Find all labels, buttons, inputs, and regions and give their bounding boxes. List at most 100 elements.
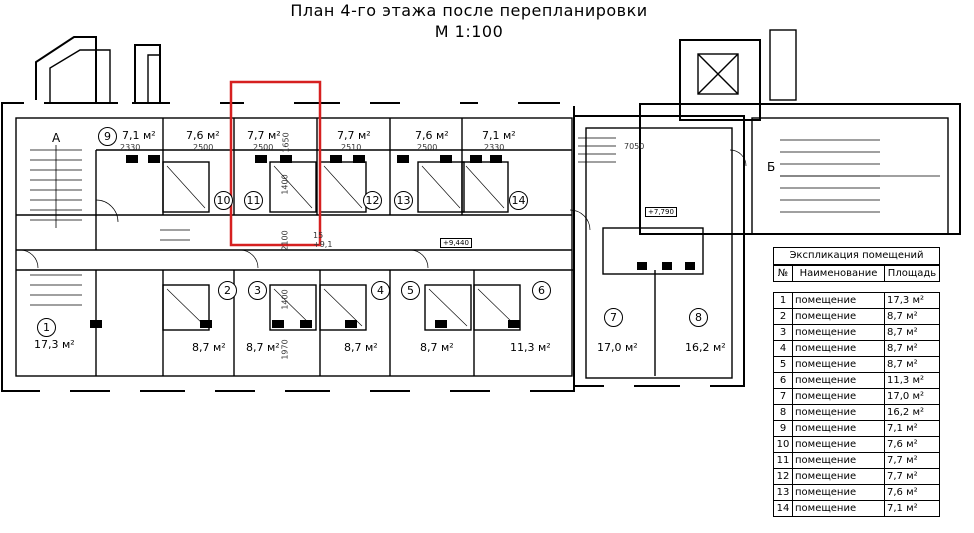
row-number: 2 <box>773 308 793 325</box>
level-mark: +9,440 <box>440 238 472 248</box>
row-name: помещение <box>792 404 885 421</box>
row-area: 17,0 м² <box>884 388 940 405</box>
explication-header-row: № Наименование Площадь <box>773 265 940 282</box>
level-mark: +7,790 <box>645 207 677 217</box>
room-area-2: 8,7 м² <box>192 341 226 354</box>
room-area-10: 7,6 м² <box>186 129 220 142</box>
row-name: помещение <box>792 500 885 517</box>
room-area-7: 17,0 м² <box>597 341 638 354</box>
dimension-text: 2330 <box>120 143 141 152</box>
row-area: 8,7 м² <box>884 324 940 341</box>
stair-a-label: А <box>52 131 61 145</box>
row-number: 6 <box>773 372 793 389</box>
room-number-5: 5 <box>401 281 420 300</box>
room-number-13: 13 <box>394 191 413 210</box>
row-name: помещение <box>792 388 885 405</box>
row-name: помещение <box>792 292 885 309</box>
room-number-10: 10 <box>214 191 233 210</box>
row-name: помещение <box>792 436 885 453</box>
row-area: 7,1 м² <box>884 420 940 437</box>
stair-b-label: Б <box>767 160 776 174</box>
dimension-text: 2500 <box>417 143 438 152</box>
row-name: помещение <box>792 372 885 389</box>
dimension-text: 1400 <box>280 289 290 310</box>
row-number: 10 <box>773 436 793 453</box>
dimension-text: +9,1 <box>313 240 333 249</box>
dimension-text: 2500 <box>193 143 214 152</box>
dimension-text: 1400 <box>280 174 290 195</box>
room-number-6: 6 <box>532 281 551 300</box>
plan-title: План 4-го этажа после перепланировки <box>290 1 648 20</box>
dimension-text: 15 <box>313 231 324 240</box>
room-area-8: 16,2 м² <box>685 341 726 354</box>
row-area: 7,6 м² <box>884 436 940 453</box>
room-number-4: 4 <box>371 281 390 300</box>
room-area-4: 8,7 м² <box>344 341 378 354</box>
row-number: 1 <box>773 292 793 309</box>
row-name: помещение <box>792 356 885 373</box>
header-area: Площадь <box>884 265 940 282</box>
row-area: 7,7 м² <box>884 452 940 469</box>
explication-table: Экспликация помещений № Наименование Пло… <box>773 247 940 517</box>
row-number: 5 <box>773 356 793 373</box>
room-area-12: 7,7 м² <box>337 129 371 142</box>
dimension-text: 2500 <box>253 143 274 152</box>
row-number: 14 <box>773 500 793 517</box>
room-area-9: 7,1 м² <box>122 129 156 142</box>
row-number: 13 <box>773 484 793 501</box>
row-name: помещение <box>792 468 885 485</box>
row-number: 11 <box>773 452 793 469</box>
room-number-2: 2 <box>218 281 237 300</box>
dimension-text: 7050 <box>624 142 645 151</box>
highlight-frame <box>229 80 322 247</box>
row-area: 16,2 м² <box>884 404 940 421</box>
room-area-14: 7,1 м² <box>482 129 516 142</box>
row-name: помещение <box>792 340 885 357</box>
row-name: помещение <box>792 452 885 469</box>
explication-caption: Экспликация помещений <box>773 247 940 265</box>
room-area-1: 17,3 м² <box>34 338 75 351</box>
dimension-text: 2510 <box>341 143 362 152</box>
header-number: № <box>773 265 793 282</box>
header-name: Наименование <box>792 265 885 282</box>
row-number: 4 <box>773 340 793 357</box>
row-area: 7,1 м² <box>884 500 940 517</box>
plan-scale: М 1:100 <box>434 22 504 41</box>
row-area: 7,7 м² <box>884 468 940 485</box>
row-number: 8 <box>773 404 793 421</box>
row-name: помещение <box>792 308 885 325</box>
dimension-text: 1650 <box>281 132 291 153</box>
room-number-11: 11 <box>244 191 263 210</box>
room-area-3: 8,7 м² <box>246 341 280 354</box>
row-area: 11,3 м² <box>884 372 940 389</box>
dimension-text: 1970 <box>280 339 290 360</box>
row-number: 9 <box>773 420 793 437</box>
room-number-12: 12 <box>363 191 382 210</box>
row-area: 8,7 м² <box>884 308 940 325</box>
dimension-text: 2100 <box>280 230 290 251</box>
dimension-text: 2330 <box>484 143 505 152</box>
row-number: 3 <box>773 324 793 341</box>
room-area-11: 7,7 м² <box>247 129 281 142</box>
room-area-5: 8,7 м² <box>420 341 454 354</box>
row-area: 17,3 м² <box>884 292 940 309</box>
room-number-1: 1 <box>37 318 56 337</box>
row-area: 8,7 м² <box>884 340 940 357</box>
row-number: 12 <box>773 468 793 485</box>
room-number-8: 8 <box>689 308 708 327</box>
row-area: 7,6 м² <box>884 484 940 501</box>
